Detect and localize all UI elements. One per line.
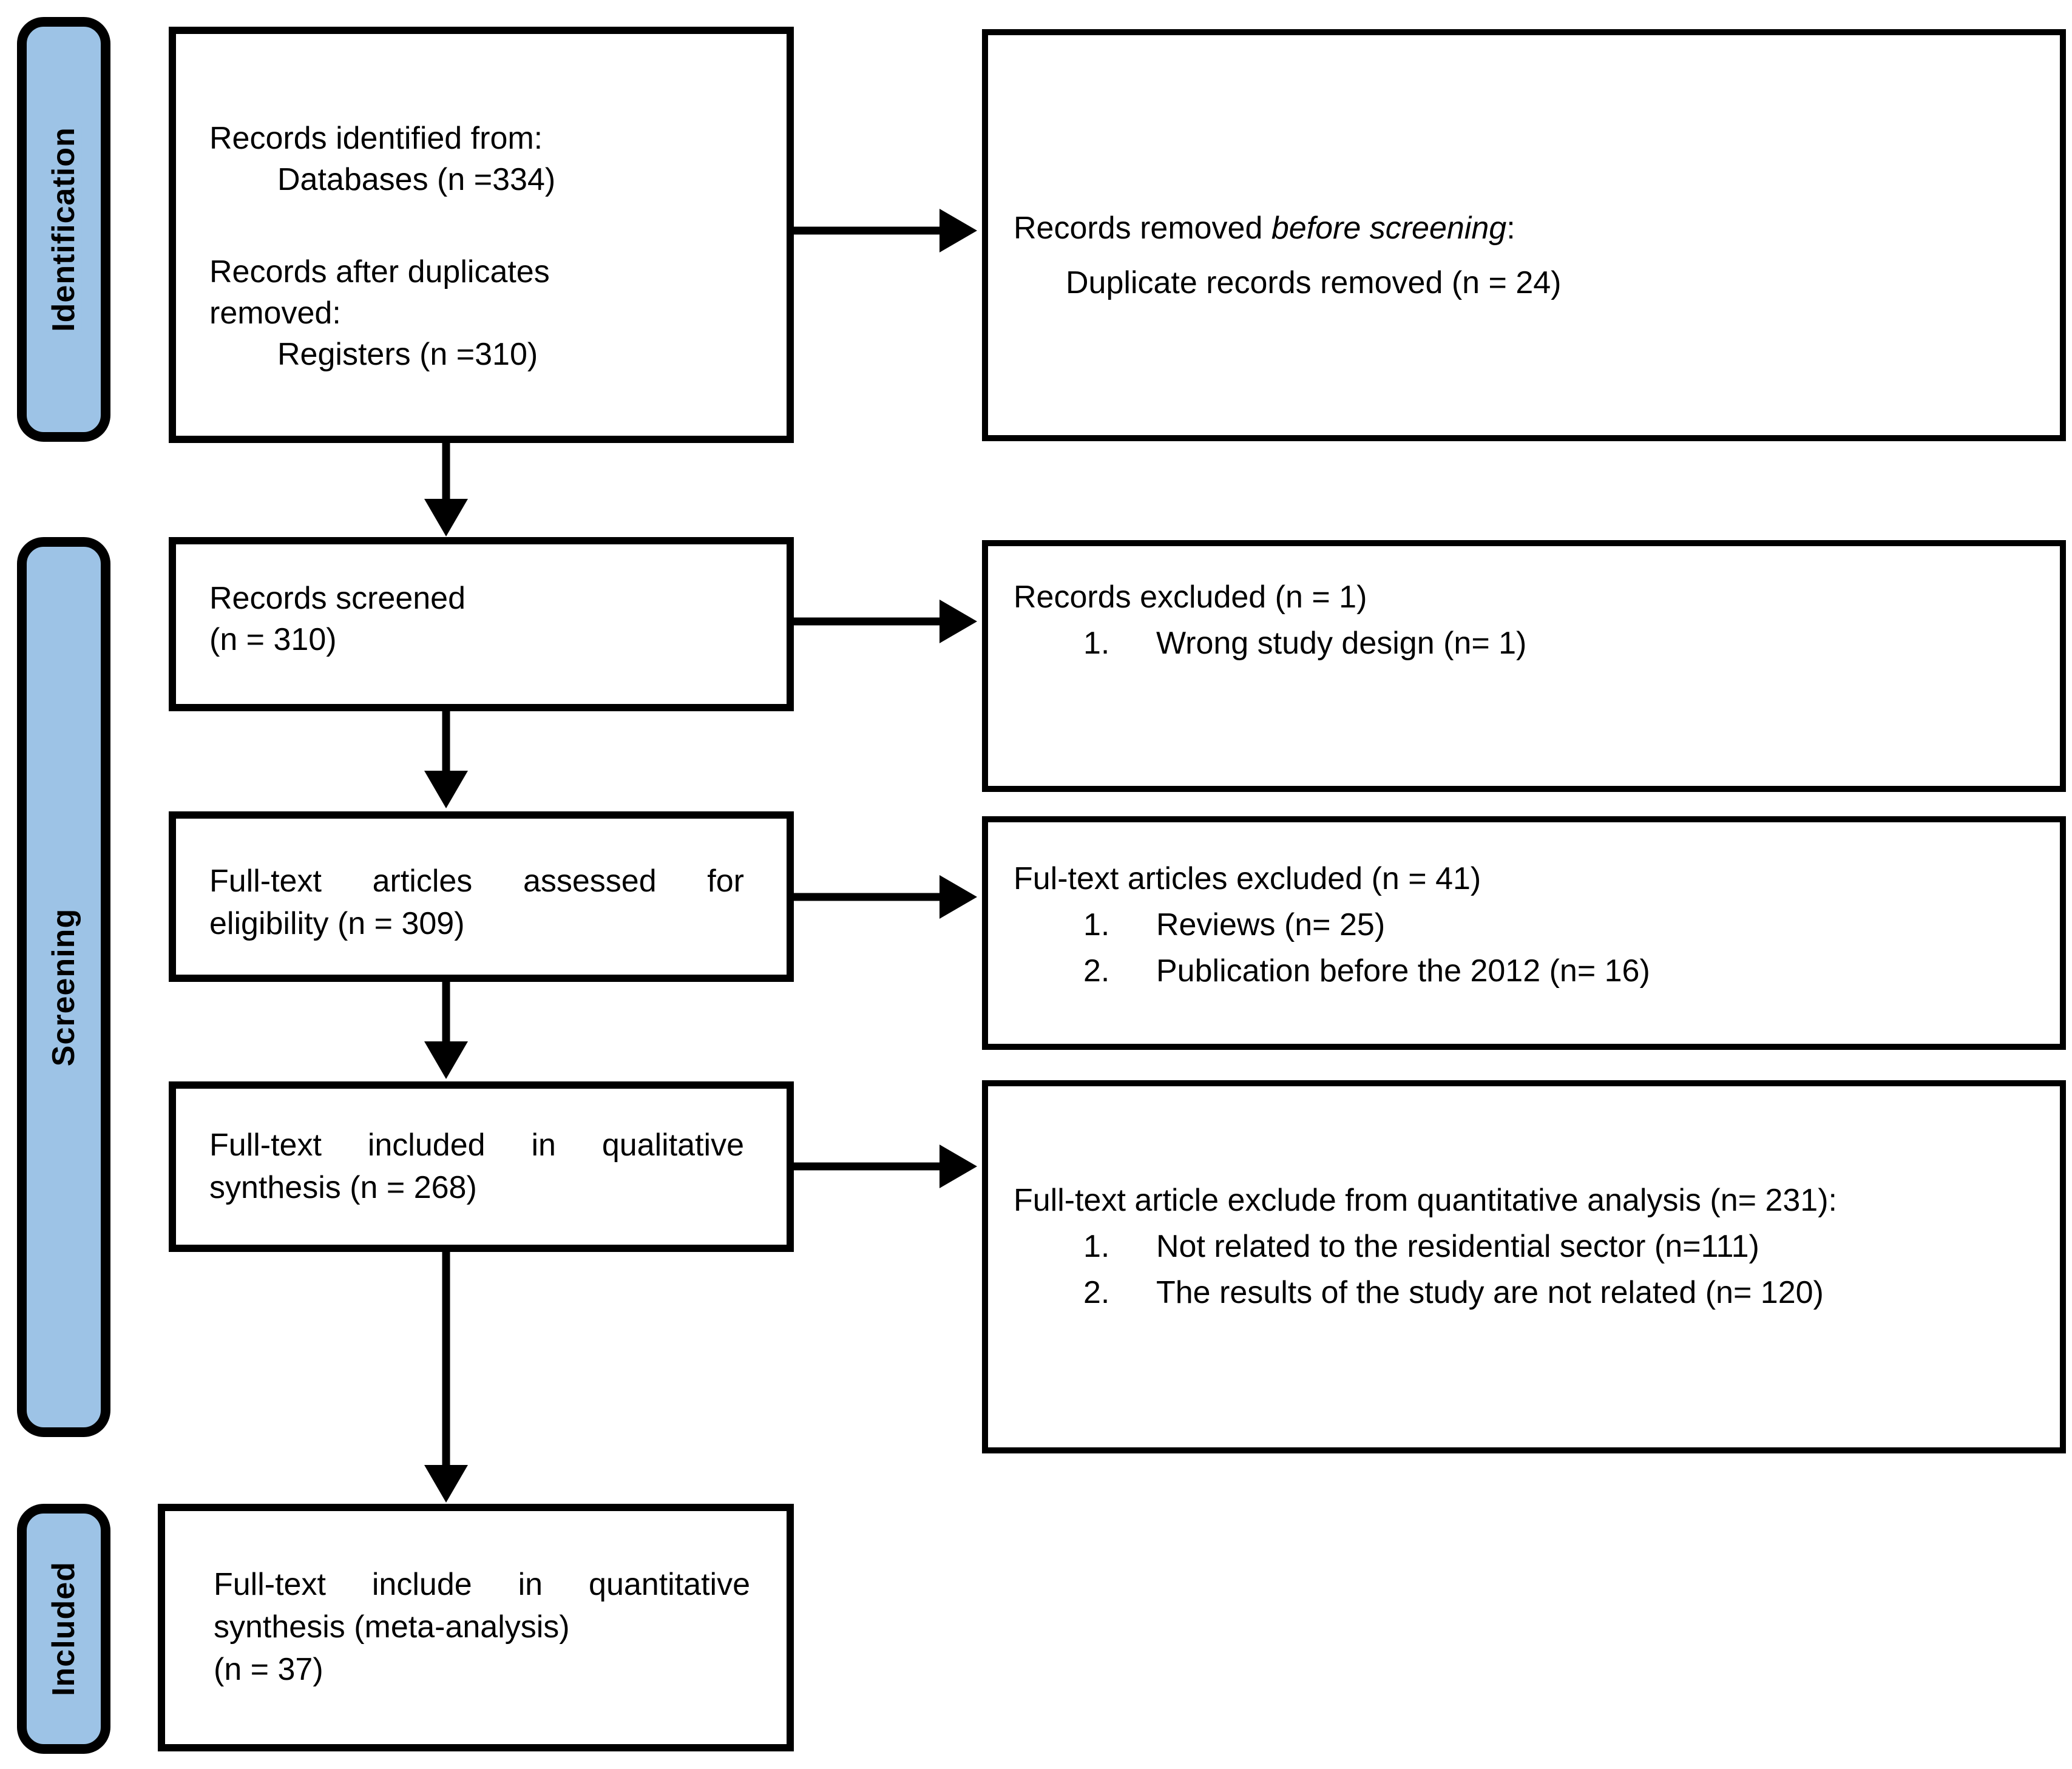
stage-label-text: Included bbox=[46, 1561, 82, 1696]
list-item: 1. Wrong study design (n= 1) bbox=[1083, 620, 2042, 666]
stage-label-identification: Identification bbox=[17, 17, 110, 442]
box-records-removed-before-screening: Records removed before screening: Duplic… bbox=[982, 29, 2066, 441]
text-segment-italic: before screening bbox=[1271, 211, 1507, 246]
arrow-head bbox=[424, 1041, 468, 1079]
box-fulltext-assessed: Full-text articles assessed for eligibil… bbox=[169, 811, 794, 982]
box-fulltext-qualitative: Full-text included in qualitative synthe… bbox=[169, 1081, 794, 1252]
stage-label-included: Included bbox=[17, 1504, 110, 1754]
list-text: The results of the study are not related… bbox=[1156, 1275, 1824, 1310]
box-records-screened: Records screened (n = 310) bbox=[169, 537, 794, 711]
box-text-line: Duplicate records removed (n = 24) bbox=[1066, 265, 1562, 300]
box-text-line: Databases (n =334) bbox=[277, 162, 556, 197]
box-text-line: Records identified from: bbox=[209, 121, 543, 156]
box-text-line: Registers (n =310) bbox=[277, 337, 538, 372]
arrow-assessed-to-ftexcluded bbox=[791, 875, 977, 919]
box-text-line: Full-text include in quantitative bbox=[214, 1567, 750, 1602]
arrow-head bbox=[424, 499, 468, 536]
arrow-identified-to-screened bbox=[424, 442, 468, 536]
box-text-line: eligibility (n = 309) bbox=[209, 906, 465, 941]
arrow-identified-to-removed bbox=[791, 209, 977, 252]
box-text-line: synthesis (meta-analysis) bbox=[214, 1609, 570, 1645]
arrow-head bbox=[940, 875, 977, 919]
box-text-line: Full-text included in qualitative bbox=[209, 1128, 744, 1163]
box-text-line: (n = 37) bbox=[214, 1652, 323, 1687]
list-text: Publication before the 2012 (n= 16) bbox=[1156, 953, 1650, 989]
box-text-line: (n = 310) bbox=[209, 622, 337, 657]
box-fulltext-quantitative: Full-text include in quantitative synthe… bbox=[158, 1504, 794, 1751]
list-text: Wrong study design (n= 1) bbox=[1156, 626, 1527, 661]
arrow-head bbox=[940, 209, 977, 252]
box-text-line: Full-text articles assessed for bbox=[209, 864, 744, 899]
arrow-assessed-to-qualitative bbox=[424, 981, 468, 1079]
arrow-screened-to-excluded bbox=[791, 600, 977, 643]
arrow-screened-to-assessed bbox=[424, 710, 468, 808]
blank-line bbox=[209, 200, 762, 251]
list-item: 1. Not related to the residential sector… bbox=[1083, 1223, 2042, 1270]
box-text-line: Records excluded (n = 1) bbox=[1014, 580, 1367, 615]
list-number: 1. bbox=[1083, 907, 1110, 942]
text-segment: : bbox=[1506, 211, 1515, 246]
arrow-qualitative-to-quantitative bbox=[424, 1250, 468, 1503]
box-text-line: Full-text article exclude from quantitat… bbox=[1014, 1183, 1837, 1218]
box-fulltext-excluded: Ful-text articles excluded (n = 41) 1. R… bbox=[982, 816, 2066, 1050]
list-item: 2. Publication before the 2012 (n= 16) bbox=[1083, 948, 2042, 994]
box-text-line: Records screened bbox=[209, 581, 466, 616]
list-item: 2. The results of the study are not rela… bbox=[1083, 1270, 2042, 1316]
arrow-head bbox=[424, 771, 468, 808]
list-number: 2. bbox=[1083, 1275, 1110, 1310]
box-text-line: synthesis (n = 268) bbox=[209, 1170, 477, 1205]
box-text-line: removed: bbox=[209, 296, 341, 331]
arrow-qualitative-to-quantexcluded bbox=[791, 1145, 977, 1188]
arrow-head bbox=[424, 1465, 468, 1503]
box-text-line: Records removed before screening: bbox=[1014, 205, 2042, 251]
stage-label-text: Identification bbox=[46, 127, 82, 332]
arrow-head bbox=[940, 1145, 977, 1188]
text-segment: Records removed bbox=[1014, 211, 1271, 246]
list-number: 1. bbox=[1083, 626, 1110, 661]
box-records-identified: Records identified from: Databases (n =3… bbox=[169, 27, 794, 443]
box-records-excluded: Records excluded (n = 1) 1. Wrong study … bbox=[982, 540, 2066, 792]
list-number: 1. bbox=[1083, 1229, 1110, 1264]
list-text: Not related to the residential sector (n… bbox=[1156, 1229, 1759, 1264]
list-number: 2. bbox=[1083, 953, 1110, 989]
box-text-line: Records after duplicates bbox=[209, 254, 550, 289]
stage-label-text: Screening bbox=[46, 908, 82, 1066]
list-text: Reviews (n= 25) bbox=[1156, 907, 1386, 942]
box-quantitative-excluded: Full-text article exclude from quantitat… bbox=[982, 1080, 2066, 1453]
arrow-head bbox=[940, 600, 977, 643]
list-item: 1. Reviews (n= 25) bbox=[1083, 902, 2042, 948]
stage-label-screening: Screening bbox=[17, 537, 110, 1437]
box-text-line: Ful-text articles excluded (n = 41) bbox=[1014, 861, 1481, 896]
